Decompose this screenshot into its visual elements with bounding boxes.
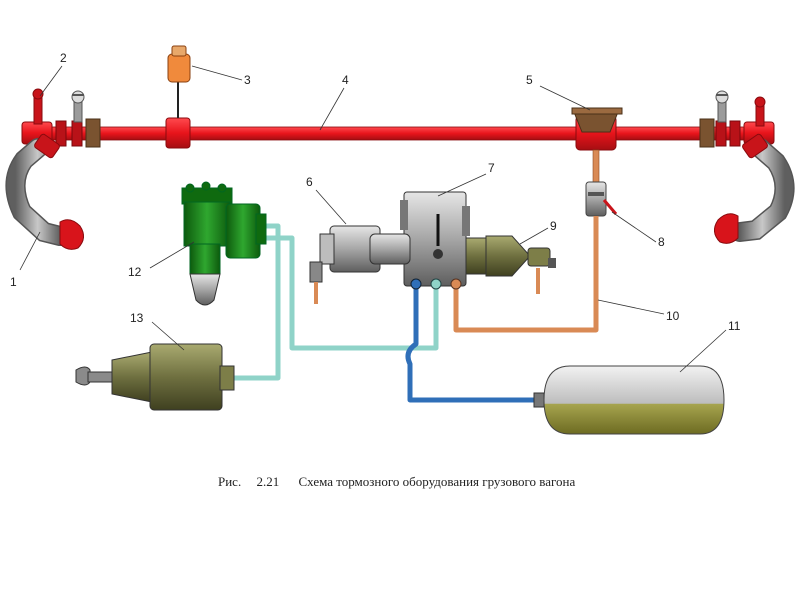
blue-line — [405, 284, 540, 403]
leader-7 — [437, 173, 487, 197]
brake-cylinder — [75, 343, 235, 411]
callout-9: 9 — [550, 219, 557, 233]
copper-line — [453, 216, 599, 333]
leader-10 — [597, 299, 665, 315]
leader-5 — [539, 85, 591, 111]
callout-13: 13 — [130, 311, 144, 325]
magistral-part — [465, 235, 556, 294]
right-hose — [714, 133, 795, 244]
callout-12: 12 — [128, 265, 142, 279]
callout-5: 5 — [526, 73, 533, 87]
leader-9 — [519, 227, 549, 245]
leader-8 — [611, 211, 657, 243]
callout-10: 10 — [666, 309, 680, 323]
leader-6 — [315, 189, 347, 225]
figure-caption: Рис. 2.21 Схема тормозного оборудования … — [218, 474, 575, 489]
callout-6: 6 — [306, 175, 313, 189]
air-distributor — [400, 191, 470, 290]
leader-12 — [149, 241, 195, 269]
callout-2: 2 — [60, 51, 67, 65]
callout-4: 4 — [342, 73, 349, 87]
callout-1: 1 — [10, 275, 17, 289]
leader-3 — [191, 65, 243, 81]
left-end-cock — [21, 88, 101, 148]
leader-4 — [319, 87, 345, 131]
caption-label: Рис. — [218, 474, 241, 489]
caption-number: 2.21 — [256, 474, 279, 489]
top-valve — [165, 45, 191, 149]
teal-line-lower — [232, 223, 281, 381]
leader-11 — [679, 329, 727, 373]
callout-3: 3 — [244, 73, 251, 87]
leader-1 — [19, 231, 41, 271]
caption-text: Схема тормозного оборудования грузового … — [298, 474, 575, 489]
leader-13 — [151, 321, 185, 351]
reservoir — [533, 365, 725, 435]
load-regulator — [181, 181, 267, 306]
callout-7: 7 — [488, 161, 495, 175]
teal-line-upper — [262, 235, 439, 351]
callout-11: 11 — [728, 319, 741, 333]
left-hose — [5, 133, 84, 250]
main-part — [309, 225, 411, 304]
callout-8: 8 — [658, 235, 665, 249]
branch-line — [585, 149, 618, 217]
leader-2 — [39, 65, 63, 97]
dirt-collector — [571, 107, 623, 151]
brake-pipe — [47, 126, 749, 141]
